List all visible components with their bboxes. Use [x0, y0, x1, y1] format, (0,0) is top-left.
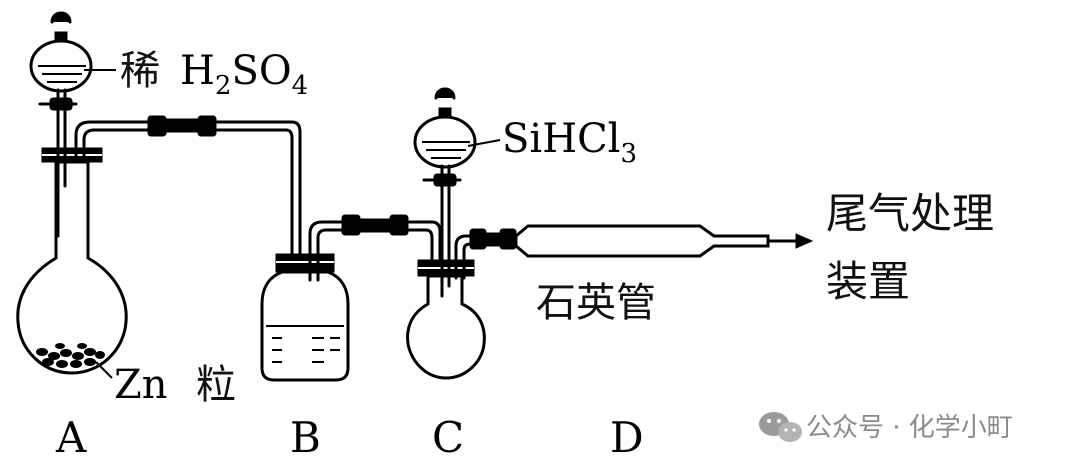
- letter-c: C: [432, 413, 464, 462]
- apparatus-c: [406, 87, 522, 380]
- h2so4-label: H2SO4: [180, 48, 308, 101]
- wechat-icon: [759, 412, 802, 442]
- letter-b: B: [290, 413, 321, 462]
- flask-a: [16, 160, 128, 375]
- connector-1: [147, 115, 217, 137]
- sihcl3-label: SiHCl3: [502, 116, 637, 169]
- tail-gas-label-1: 尾气处理: [826, 189, 994, 238]
- watermark-text: 公众号 · 化学小町: [806, 413, 1013, 443]
- apparatus-d: [514, 224, 814, 258]
- dilute-label: 稀: [120, 48, 160, 94]
- zinc-granules: [36, 343, 105, 368]
- quartz-tube-label: 石英管: [536, 280, 656, 326]
- exhaust-arrow-head: [795, 233, 814, 249]
- connector-2: [341, 214, 409, 236]
- apparatus-b: [260, 220, 442, 382]
- tail-gas-label-2: 装置: [826, 257, 910, 306]
- letter-a: A: [55, 413, 87, 462]
- connector-3: [469, 228, 517, 250]
- zn-label: Zn: [114, 362, 168, 408]
- quartz-tube: [514, 224, 770, 258]
- letter-d: D: [610, 413, 644, 462]
- zn-suffix: 粒: [196, 362, 236, 408]
- flask-c: [406, 274, 486, 380]
